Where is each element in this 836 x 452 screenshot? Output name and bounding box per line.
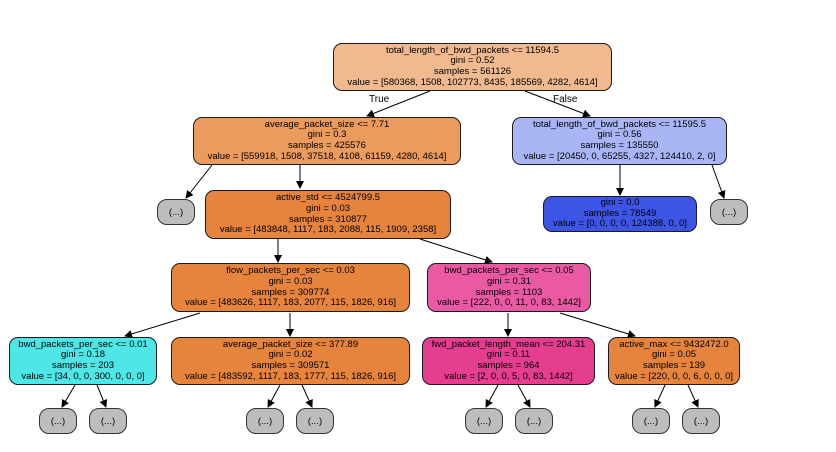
node-condition: average_packet_size <= 7.71	[264, 118, 390, 130]
tree-node-average-packet-size: average_packet_size <= 7.71 gini = 0.3 s…	[193, 117, 461, 165]
truncated-leaf: (...)	[710, 199, 748, 225]
node-samples: samples = 309571	[251, 360, 330, 371]
edge-root-left	[366, 90, 431, 118]
tree-node-fwd-packet-length-mean: fwd_packet_length_mean <= 204.31 gini = …	[422, 337, 595, 385]
node-samples: samples = 309774	[251, 286, 330, 298]
node-condition: bwd_packets_per_sec <= 0.01	[18, 338, 148, 350]
node-value: value = [483848, 1117, 183, 2088, 115, 1…	[219, 224, 437, 236]
edge-n3-n6	[419, 238, 493, 264]
node-condition: active_max <= 9432472.0	[619, 338, 729, 350]
node-condition: total_length_of_bwd_packets <= 11594.5	[385, 44, 560, 56]
node-gini: gini = 0.05	[651, 349, 697, 361]
edge-n9-leaf2	[517, 384, 531, 408]
edge-n2-leaf	[711, 164, 726, 199]
tree-node-active-std: active_std <= 4524799.5 gini = 0.03 samp…	[205, 190, 451, 239]
node-gini: gini = 0.11	[486, 349, 531, 361]
node-condition: average_packet_size <= 377.89	[222, 338, 359, 350]
node-value: value = [222, 0, 0, 11, 0, 83, 1442]	[437, 297, 581, 309]
truncated-leaf: (...)	[246, 408, 284, 434]
node-samples: samples = 139	[642, 360, 706, 371]
node-samples: samples = 561126	[433, 66, 512, 77]
node-value: value = [483626, 1117, 183, 2077, 115, 1…	[184, 297, 397, 309]
node-samples: samples = 203	[51, 360, 115, 371]
tree-node-average-packet-size-377: average_packet_size <= 377.89 gini = 0.0…	[171, 337, 410, 385]
edge-n8-leaf2	[301, 384, 313, 408]
node-condition: bwd_packets_per_sec <= 0.05	[444, 265, 574, 277]
edge-label-false: False	[553, 94, 578, 105]
node-condition: flow_packets_per_sec <= 0.03	[226, 265, 355, 277]
truncated-leaf: (...)	[465, 408, 503, 434]
node-value: value = [20450, 0, 65255, 4327, 124410, …	[523, 150, 716, 162]
edge-n10-leaf1	[654, 384, 666, 408]
tree-node-active-max: active_max <= 9432472.0 gini = 0.05 samp…	[608, 337, 740, 385]
node-condition: fwd_packet_length_mean <= 204.31	[431, 338, 586, 350]
node-gini: gini = 0.52	[450, 55, 495, 67]
node-samples: samples = 135550	[580, 140, 659, 151]
node-samples: samples = 964	[477, 360, 540, 371]
node-gini: gini = 0.02	[268, 349, 313, 361]
node-value: value = [2, 0, 0, 5, 0, 83, 1442]	[444, 370, 573, 382]
tree-node-bwd-packets-per-sec: bwd_packets_per_sec <= 0.05 gini = 0.31 …	[427, 263, 591, 312]
truncated-leaf: (...)	[39, 408, 77, 434]
truncated-leaf: (...)	[89, 408, 127, 434]
node-gini: gini = 0.0	[600, 197, 640, 209]
edge-n8-leaf1	[267, 384, 281, 408]
edge-n7-leaf2	[96, 384, 108, 408]
truncated-leaf: (...)	[682, 408, 720, 434]
node-value: value = [483592, 1117, 183, 1777, 115, 1…	[184, 370, 397, 382]
edge-label-true: True	[369, 94, 390, 105]
node-value: value = [580368, 1508, 102773, 8435, 185…	[347, 76, 598, 88]
edge-n9-leaf1	[485, 384, 499, 408]
node-gini: gini = 0.03	[268, 275, 313, 287]
tree-node-bwd-packets-per-sec-low: bwd_packets_per_sec <= 0.01 gini = 0.18 …	[9, 337, 157, 385]
node-samples: samples = 1103	[475, 286, 543, 298]
tree-node-gini-zero: gini = 0.0 samples = 78549 value = [0, 0…	[543, 196, 697, 232]
tree-node-root: total_length_of_bwd_packets <= 11594.5 g…	[333, 43, 612, 91]
truncated-leaf: (...)	[515, 408, 553, 434]
tree-node-total-length-bwd: total_length_of_bwd_packets <= 11595.5 g…	[512, 117, 727, 165]
edge-root-right	[524, 90, 591, 118]
node-value: value = [34, 0, 0, 300, 0, 0, 0]	[21, 370, 145, 382]
node-samples: samples = 310877	[289, 213, 367, 225]
node-gini: gini = 0.3	[307, 129, 347, 141]
edge-n1-leaf	[185, 164, 213, 199]
tree-node-flow-packets-per-sec: flow_packets_per_sec <= 0.03 gini = 0.03…	[171, 263, 410, 312]
edge-n6-n10	[559, 312, 636, 338]
truncated-leaf: (...)	[632, 408, 670, 434]
node-gini: gini = 0.56	[597, 129, 642, 141]
node-condition: active_std <= 4524799.5	[275, 192, 381, 204]
node-condition: total_length_of_bwd_packets <= 11595.5	[532, 118, 707, 130]
truncated-leaf: (...)	[157, 199, 195, 225]
node-samples: samples = 78549	[583, 207, 657, 219]
node-value: value = [220, 0, 0, 6, 0, 0, 0]	[614, 370, 734, 382]
node-gini: gini = 0.31	[486, 275, 532, 287]
edge-n10-leaf2	[687, 384, 699, 408]
edge-n5-n7	[124, 312, 201, 338]
node-gini: gini = 0.03	[305, 202, 351, 214]
node-gini: gini = 0.18	[60, 349, 106, 361]
truncated-leaf: (...)	[296, 408, 334, 434]
node-value: value = [0, 0, 0, 0, 124388, 0, 0]	[553, 218, 687, 230]
node-samples: samples = 425576	[288, 140, 366, 151]
node-value: value = [559918, 1508, 37518, 4108, 6115…	[207, 150, 447, 162]
edge-n7-leaf1	[61, 384, 76, 408]
